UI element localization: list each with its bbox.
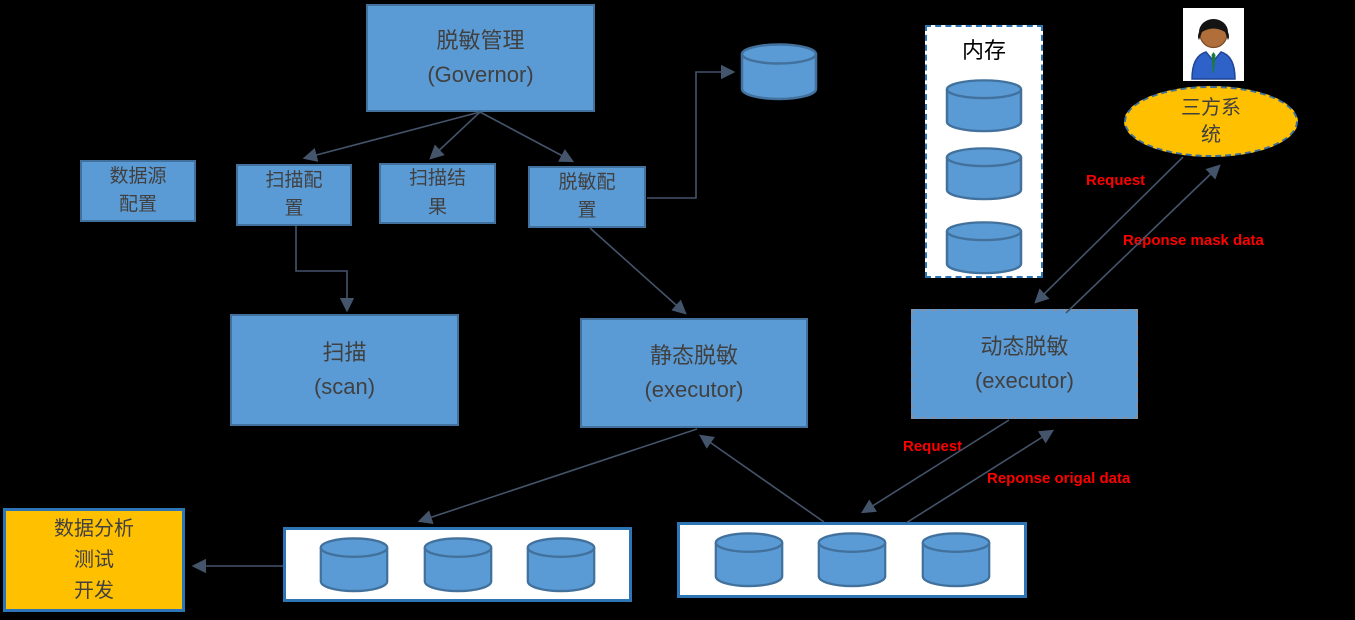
node-static-mask-label-zh: 静态脱敏: [649, 342, 738, 368]
database-cylinder-icon: [945, 147, 1023, 201]
node-governor-label-en: (Governor): [427, 62, 534, 87]
third-party-label-line1: 三方系: [1181, 96, 1241, 119]
node-scan-config: 扫描配 置: [236, 164, 352, 226]
node-mask-config-line2: 置: [577, 200, 597, 221]
source-database-group: [677, 522, 1027, 598]
third-party-label-line2: 统: [1201, 123, 1221, 146]
database-cylinder-icon: [423, 536, 493, 593]
node-dynamic-mask: 动态脱敏 (executor): [911, 309, 1138, 419]
request-bottom-label: Request: [903, 438, 963, 455]
memory-label: 内存: [961, 38, 1006, 63]
node-datasource-config-line1: 数据源: [109, 165, 167, 187]
edge-governor-to-mask-config: [479, 111, 575, 163]
node-dynamic-mask-label-zh: 动态脱敏: [980, 333, 1069, 359]
database-cylinder-icon: [714, 532, 784, 588]
node-scan: 扫描 (scan): [230, 314, 459, 426]
node-datasource-config: 数据源 配置: [80, 160, 196, 222]
node-scan-result: 扫描结 果: [379, 163, 496, 224]
edge-mask-config-to-cylinder: [647, 64, 736, 199]
edge-request-dynamic-to-db2: [860, 419, 1010, 514]
database-cylinder-icon: [817, 532, 887, 588]
database-cylinder-icon: [526, 536, 596, 593]
database-cylinder-icon: [945, 221, 1023, 275]
edge-db2-to-static: [699, 434, 825, 523]
node-mask-config-line1: 脱敏配: [558, 171, 616, 193]
node-static-mask: 静态脱敏 (executor): [580, 318, 808, 428]
response-mask-data-label: Reponse mask data: [1123, 232, 1264, 249]
edge-static-to-db1: [417, 428, 698, 525]
edge-mask-config-to-static: [589, 227, 687, 315]
node-scan-label-en: (scan): [313, 374, 376, 399]
edge-scan-config-to-scan: [295, 226, 355, 313]
analysis-label-line1: 数据分析: [54, 517, 134, 540]
analysis-label-line3: 开发: [74, 579, 114, 602]
database-cylinder-icon: [921, 532, 991, 588]
node-scan-label-zh: 扫描: [322, 339, 367, 365]
node-third-party-system: 三方系 统: [1124, 86, 1298, 157]
node-scan-config-line1: 扫描配: [265, 169, 323, 191]
database-cylinder-icon: [945, 79, 1023, 133]
masked-database-group: [283, 527, 632, 602]
node-scan-result-line2: 果: [427, 196, 447, 218]
node-governor-label-zh: 脱敏管理: [436, 27, 525, 53]
database-cylinder-icon: [319, 536, 389, 593]
node-governor: 脱敏管理 (Governor): [366, 4, 595, 112]
node-analysis-test-dev: 数据分析 测试 开发: [3, 508, 185, 612]
edge-governor-to-scan-result: [429, 111, 481, 160]
node-datasource-config-line2: 配置: [118, 194, 157, 215]
request-top-label: Request: [1086, 172, 1146, 189]
memory-container: 内存: [925, 25, 1043, 278]
edge-governor-to-scan-config: [302, 111, 481, 162]
node-mask-config: 脱敏配 置: [528, 166, 646, 228]
node-static-mask-label-en: (executor): [644, 377, 744, 402]
analysis-label-line2: 测试: [74, 548, 114, 571]
node-dynamic-mask-label-en: (executor): [974, 368, 1075, 393]
database-cylinder-icon: [740, 43, 818, 101]
response-origal-data-label: Reponse origal data: [987, 470, 1131, 487]
business-person-icon: [1183, 8, 1244, 86]
node-scan-config-line2: 置: [284, 198, 304, 219]
node-scan-result-line1: 扫描结: [408, 168, 466, 189]
